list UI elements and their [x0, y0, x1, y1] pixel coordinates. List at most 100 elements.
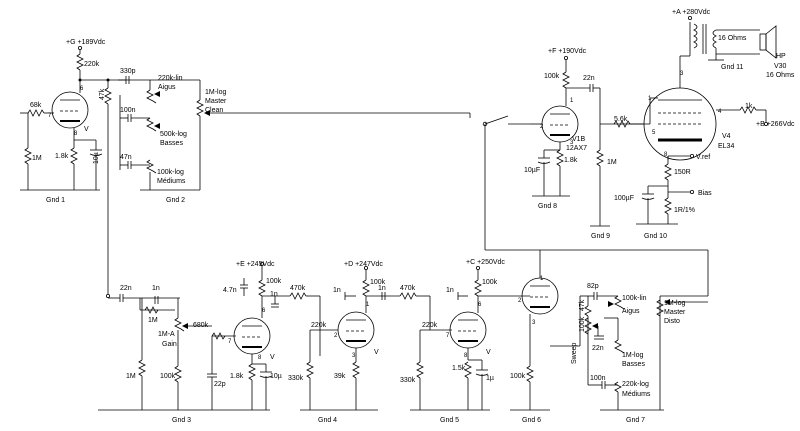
pin-grid-s4: 7: [446, 333, 450, 339]
tube-mark-s3: V: [374, 349, 379, 356]
label-220k-lin: 220k-lin: [158, 75, 183, 82]
label-disto: Disto: [664, 318, 680, 325]
stage5: 1 2 3 100k Gnd 6: [510, 250, 581, 424]
label-vref: V.ref: [696, 154, 710, 161]
label-330p: 330p: [120, 68, 136, 75]
label-100k-log: 100k-log: [157, 169, 184, 176]
r-gleak: [24, 147, 32, 165]
label-12ax7: 12AX7: [566, 145, 587, 152]
label-16ohms-spk: 16 Ohms: [766, 72, 795, 79]
label-v1b: V1B: [572, 136, 586, 143]
label-100k-s4: 100k: [482, 279, 498, 286]
label-aigus: Aigus: [158, 84, 176, 91]
pin-cathode-el34: 8: [664, 152, 668, 158]
label-1n-s3b: 1n: [378, 285, 386, 292]
label-1m-log-2: 1M-log: [622, 352, 644, 359]
label-16ohms: 16 Ohms: [718, 35, 747, 42]
label-basses: Basses: [160, 140, 183, 147]
label-1u: 1µ: [486, 375, 494, 382]
pin-cathode-s2: 8: [258, 355, 262, 361]
label-220k-s3: 220k: [311, 322, 327, 329]
pin-cathode-s5: 3: [532, 320, 536, 326]
label-220k: 220k: [84, 61, 100, 68]
pin-plate-s5: 1: [540, 276, 544, 282]
gnd5-label: Gnd 5: [440, 417, 459, 424]
pot-mid: [146, 159, 157, 174]
pin-grid-s2: 7: [228, 339, 232, 345]
label-sweep: Sweep: [571, 342, 578, 364]
rail-e: +E +245Vdc: [236, 261, 275, 268]
label-47n: 47n: [120, 154, 132, 161]
pin-grid-s3: 2: [334, 333, 338, 339]
label-39k: 39k: [334, 373, 346, 380]
tube-v1a: [51, 91, 89, 129]
pin-plate: 6: [80, 86, 84, 92]
pin-plate-s3: 1: [366, 302, 370, 308]
pin-cathode: 8: [74, 131, 78, 137]
speaker-icon: [759, 33, 767, 51]
label-1n-s4: 1n: [446, 287, 454, 294]
channel-switch: [469, 113, 709, 296]
label-100n-2: 100n: [590, 375, 606, 382]
label-68k: 68k: [30, 102, 42, 109]
r-grid-68k: [27, 109, 45, 117]
label-100k-s2: 100k: [160, 373, 176, 380]
r-pot-100k: [174, 365, 182, 383]
driver-v1b: 1 2 3 V1B 12AX7 100k +F +190Vdc 22n 1M G…: [524, 48, 650, 240]
label-100k-sweep: 100k: [579, 316, 586, 332]
r-cathode: [70, 147, 78, 165]
label-1r: 1R/1%: [674, 207, 695, 214]
label-150r: 150R: [674, 169, 691, 176]
label-100k-s3: 100k: [370, 279, 386, 286]
label-v30: V30: [774, 63, 787, 70]
label-1n-s3a: 1n: [333, 287, 341, 294]
gnd6-label: Gnd 6: [522, 417, 541, 424]
label-22n: 22n: [120, 285, 132, 292]
pin-plate-el34: 3: [680, 71, 684, 77]
label-330k-s4: 330k: [400, 377, 416, 384]
label-aigus-2: Aigus: [622, 308, 640, 315]
label-10uf: 10µF: [524, 167, 540, 174]
pin-screen-el34: 4: [718, 109, 722, 115]
pin-grid: 7: [48, 113, 52, 119]
pin-plate-v1b: 1: [570, 98, 574, 104]
pin-grid-v1b: 2: [540, 124, 544, 130]
label-5.6k: 5.6k: [614, 116, 628, 123]
rail-f: +F +190Vdc: [548, 48, 587, 55]
label-220k-s4: 220k: [422, 322, 438, 329]
tube-mark: V: [84, 126, 89, 133]
label-100k-v1b: 100k: [544, 73, 560, 80]
stage4: 220k 330k 6 7 8 V 1.5k 1µ Gnd 5 100k +C …: [400, 259, 530, 424]
rail-a: +A +280Vdc: [672, 9, 711, 16]
pot-master-clean: [196, 99, 204, 117]
r-gleak-s2: [138, 359, 146, 377]
label-1m-s2: 1M: [148, 317, 158, 324]
label-47k: 47k: [99, 88, 106, 100]
r-split-47k: [104, 87, 112, 105]
pin-grid-el34: 5: [652, 130, 656, 136]
label-47k-2: 47k: [579, 299, 586, 311]
label-100k-s5: 100k: [510, 373, 526, 380]
tonestack2: 82p 100k-lin Aigus 47k 100k Sweep 22n 1M…: [571, 283, 708, 424]
gnd1-label: Gnd 1: [46, 197, 65, 204]
label-500k-log: 500k-log: [160, 131, 187, 138]
label-220k-log: 220k-log: [622, 381, 649, 388]
label-v4: V4: [722, 133, 731, 140]
label-100k-lin: 100k-lin: [622, 295, 647, 302]
rail-b: +B +266Vdc: [756, 121, 795, 128]
tube-v4: [449, 311, 487, 349]
label-mediums-2: Médiums: [622, 391, 651, 398]
label-100n: 100n: [120, 107, 136, 114]
gnd7-label: Gnd 7: [626, 417, 645, 424]
label-basses-2: Basses: [622, 361, 645, 368]
rail-g: +G +189Vdc: [66, 39, 106, 46]
power-stage: 3 5 4 8 1 V4 EL34 5.6k 1k +B +266Vdc +A …: [613, 9, 795, 240]
pot-treble: [146, 89, 157, 104]
pot-gain: [174, 317, 185, 332]
label-1n: 1n: [152, 285, 160, 292]
rail-c: +C +250Vdc: [466, 259, 505, 266]
label-1m-leak: 1M: [126, 373, 136, 380]
label-gain: Gain: [162, 341, 177, 348]
label-10u-s2: 10µ: [270, 373, 282, 380]
tube-mark-s2: V: [270, 354, 275, 361]
